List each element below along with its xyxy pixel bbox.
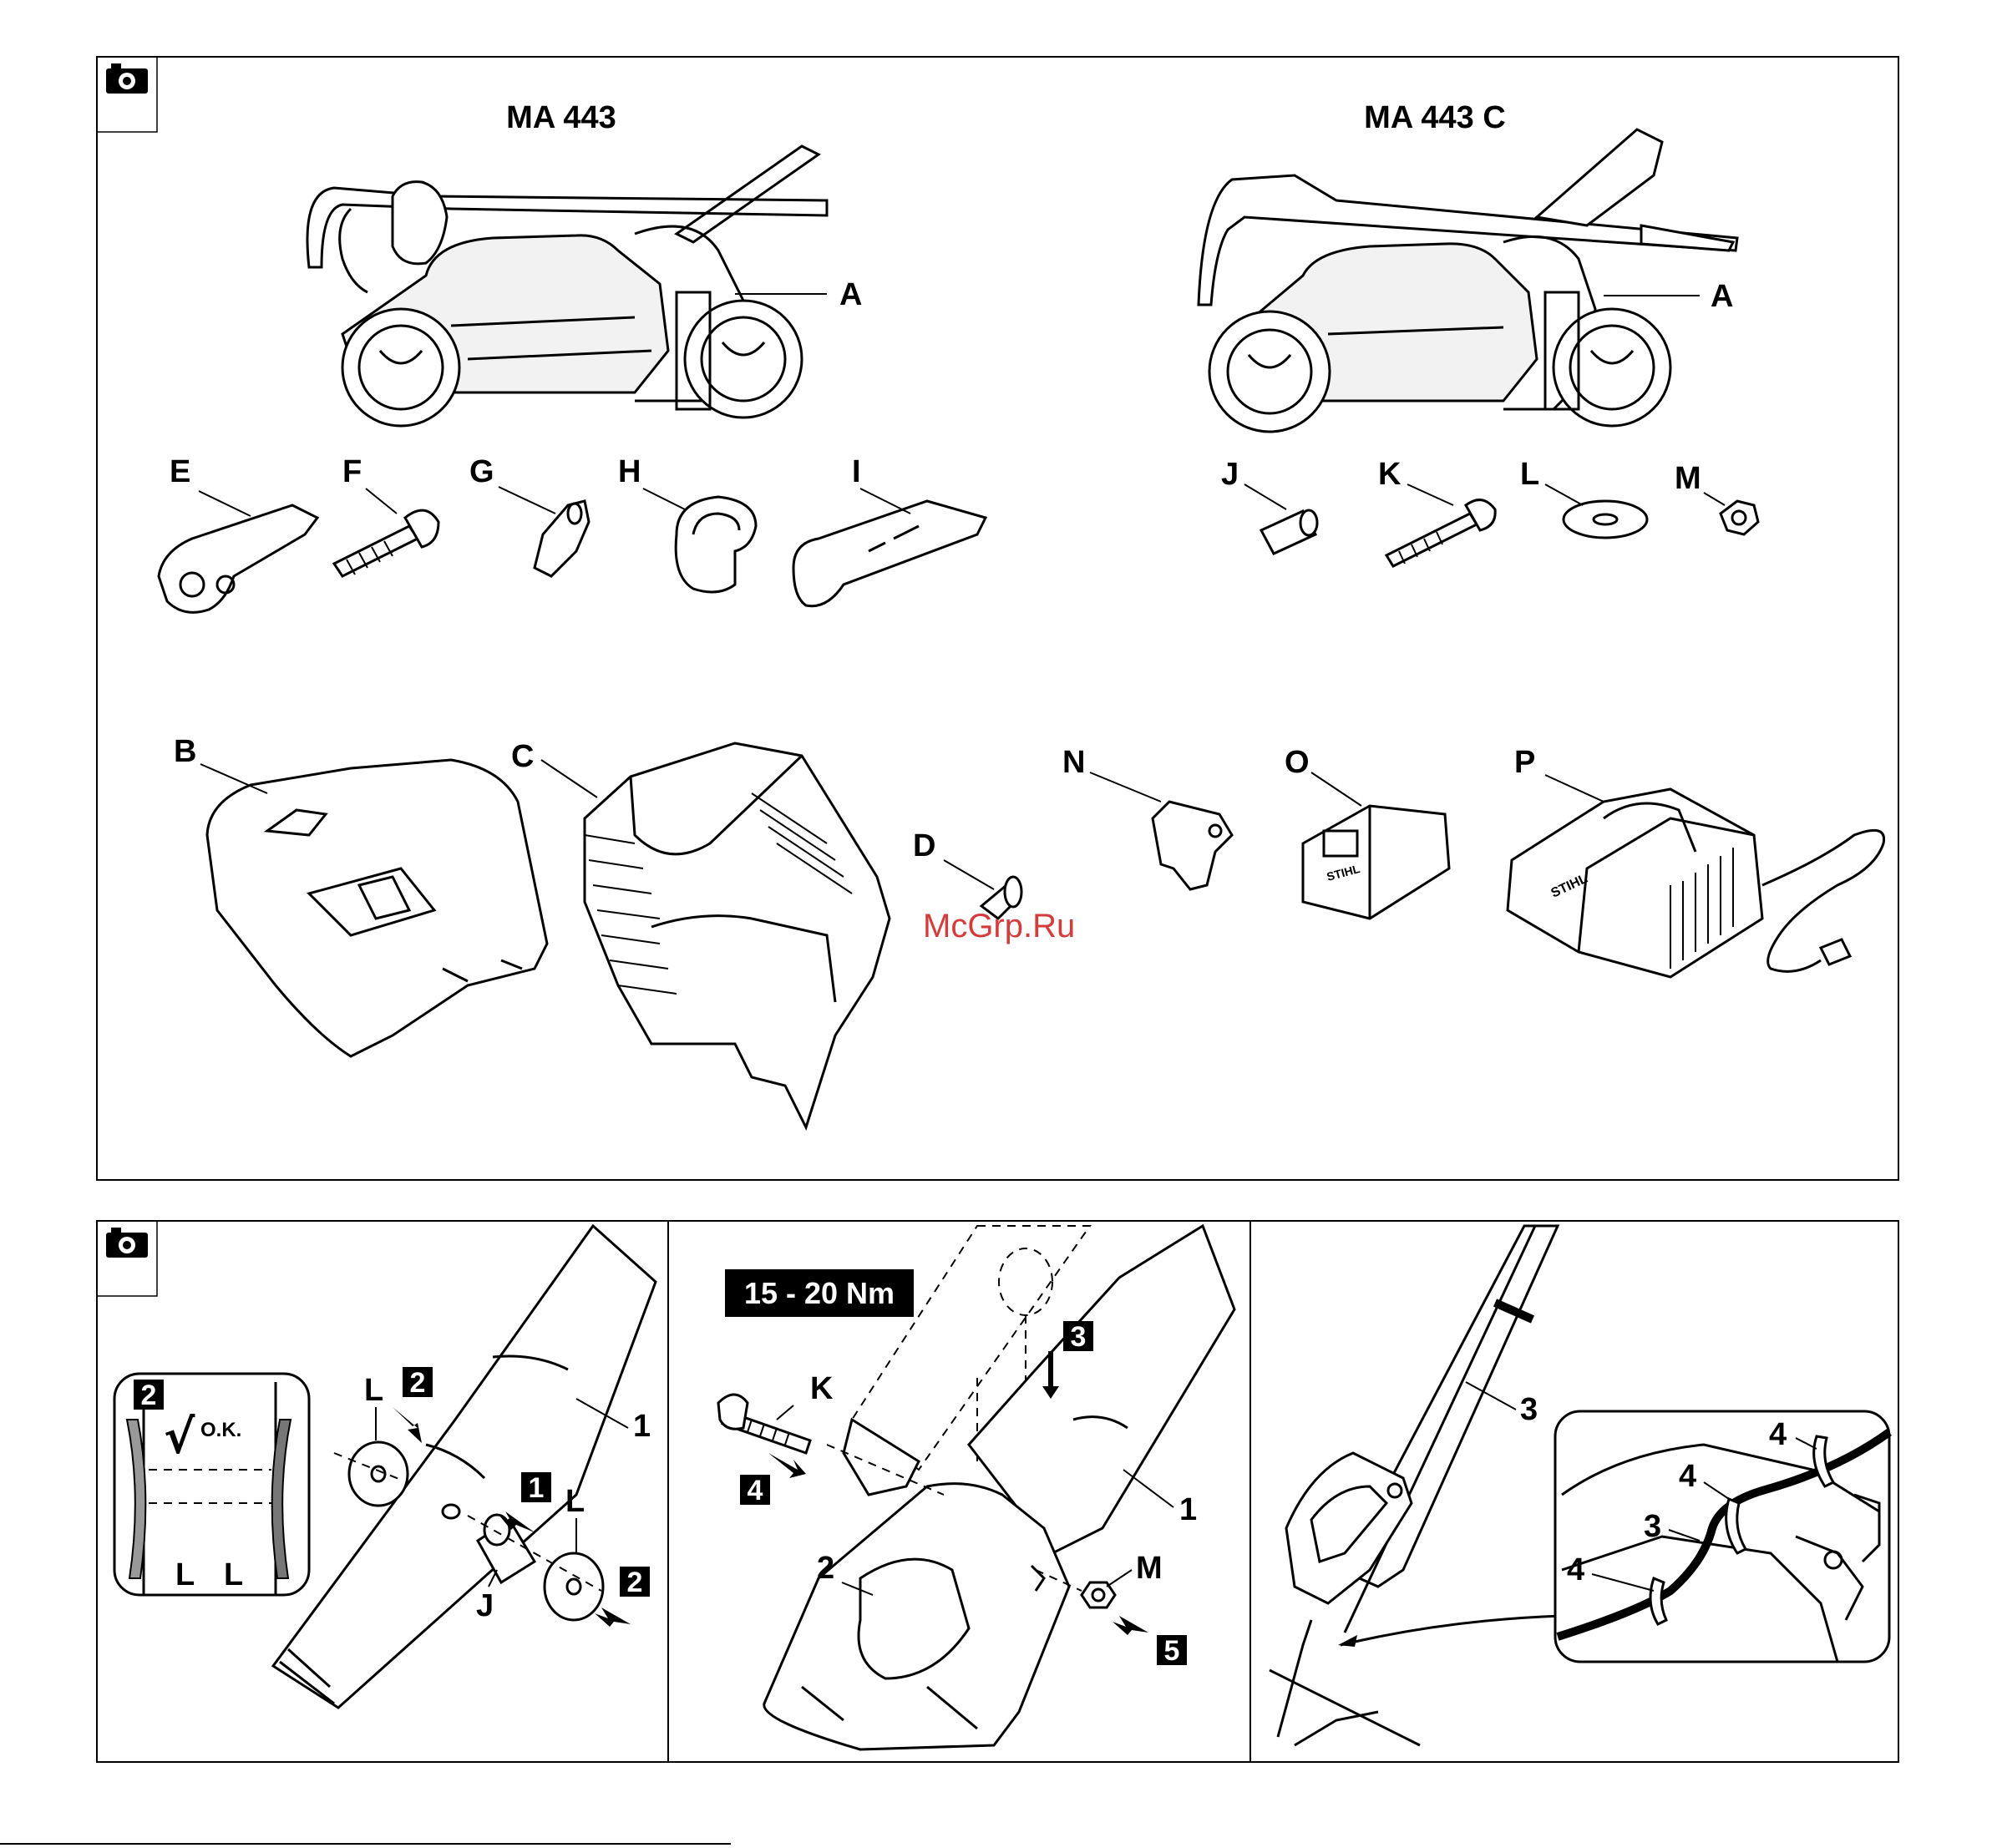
part-i-cover [793, 501, 986, 606]
torque-value: 15 - 20 Nm [744, 1276, 895, 1310]
label-b: B [174, 734, 196, 769]
part-m-nut [1721, 501, 1758, 534]
label-k: K [1378, 457, 1401, 492]
mower-ma443c-drawing [1199, 129, 1737, 432]
handle-tube-left [273, 1226, 656, 1708]
callout-2: 2 [817, 1551, 834, 1586]
label-j: J [1221, 457, 1239, 492]
part-n-safety-key [1153, 802, 1232, 889]
step-4: 4 [748, 1475, 763, 1506]
cable-detail-inset [1555, 1411, 1889, 1662]
part-k-bolt [1386, 500, 1495, 566]
leader-d [944, 860, 994, 889]
label-a-left: A [839, 277, 862, 312]
ok-inset: 2 √ O.K. L L [114, 1374, 309, 1595]
washer-l-left [349, 1442, 408, 1506]
part-g-clip [535, 501, 589, 576]
part-f-bolt [334, 510, 438, 576]
step-2a: 2 [410, 1367, 426, 1399]
leader-c [541, 760, 597, 797]
leader-o [1311, 772, 1361, 806]
part-c-grass-catcher [585, 743, 890, 1127]
label-o: O [1285, 745, 1310, 780]
detail-pointer-arrowhead [1338, 1635, 1357, 1647]
bolt-k-bottom [718, 1395, 810, 1453]
label-i: I [852, 454, 861, 489]
callout-3-detail: 3 [1644, 1509, 1661, 1544]
part-b-cover [207, 760, 547, 1056]
handle-bracket-right [1270, 1453, 1420, 1745]
camera-icon [106, 1228, 148, 1258]
label-m: M [1675, 461, 1701, 496]
part-h-ring [676, 497, 756, 592]
leader-k-bottom [777, 1405, 793, 1420]
callout-1-mid: 1 [1179, 1492, 1197, 1527]
arrow-step-2a [393, 1407, 422, 1443]
label-e: E [170, 454, 190, 489]
leader-j [1244, 484, 1286, 509]
inset-step-2: 2 [141, 1380, 157, 1411]
mower-ma443-drawing [307, 146, 827, 426]
camera-icon [106, 63, 148, 94]
label-h: H [618, 454, 641, 489]
handle-tube-right [1341, 1226, 1558, 1633]
leader-m-bottom [1107, 1570, 1132, 1587]
leader-k [1407, 484, 1453, 505]
ok-check-mark: √ [164, 1410, 195, 1465]
leader-m [1704, 493, 1725, 505]
step-1: 1 [529, 1472, 545, 1504]
leader-h [643, 489, 685, 509]
label-a-right: A [1711, 279, 1733, 314]
leader-e [199, 491, 251, 516]
arrow-step-5 [1113, 1616, 1148, 1635]
label-p: P [1514, 745, 1535, 780]
callout-l-b: L [565, 1484, 585, 1519]
ok-check-label: O.K. [200, 1419, 241, 1441]
leader-g [499, 487, 555, 514]
watermark: McGrp.Ru [923, 908, 1075, 944]
inset-label-l1: L [175, 1557, 195, 1592]
callout-4-b: 4 [1679, 1459, 1696, 1494]
label-d: D [913, 828, 935, 863]
part-j-sleeve [1261, 510, 1317, 554]
bracket-2 [764, 1484, 1069, 1749]
leader-f [366, 489, 397, 514]
callout-4-c: 4 [1567, 1552, 1584, 1587]
callout-l-a: L [364, 1373, 383, 1408]
part-e-bracket [159, 505, 317, 612]
inset-label-l2: L [224, 1557, 243, 1592]
leader-1-mid [1123, 1470, 1173, 1507]
leader-i [860, 489, 910, 514]
callout-j: J [476, 1588, 494, 1623]
step-3: 3 [1071, 1321, 1087, 1353]
callout-3-main: 3 [1520, 1392, 1538, 1427]
nut-m-bottom [1082, 1582, 1115, 1608]
label-f: F [342, 454, 362, 489]
leader-b [200, 764, 267, 793]
label-n: N [1062, 745, 1085, 780]
label-l: L [1520, 457, 1539, 492]
step-5: 5 [1164, 1635, 1180, 1667]
label-g: G [469, 454, 494, 489]
leader-n [1090, 772, 1161, 802]
callout-1-left: 1 [633, 1409, 651, 1444]
arrow-step-4 [768, 1453, 806, 1478]
part-o-battery: STIHL [1303, 806, 1449, 919]
camera-box-top [97, 57, 157, 132]
model-title-ma443: MA 443 [506, 100, 616, 135]
detail-pointer-line [1341, 1616, 1562, 1645]
leader-p [1545, 775, 1604, 802]
camera-box-bottom [97, 1221, 157, 1296]
part-p-charger: STIHL [1508, 789, 1884, 977]
callout-4-a: 4 [1769, 1417, 1787, 1452]
step-2b: 2 [627, 1567, 643, 1598]
leader-l [1545, 484, 1583, 505]
callout-m: M [1136, 1551, 1163, 1586]
model-title-ma443c: MA 443 C [1364, 100, 1506, 135]
arrow-step-2b [595, 1608, 631, 1627]
part-l-washer [1564, 501, 1647, 538]
label-c: C [511, 739, 534, 774]
callout-k: K [810, 1371, 834, 1406]
